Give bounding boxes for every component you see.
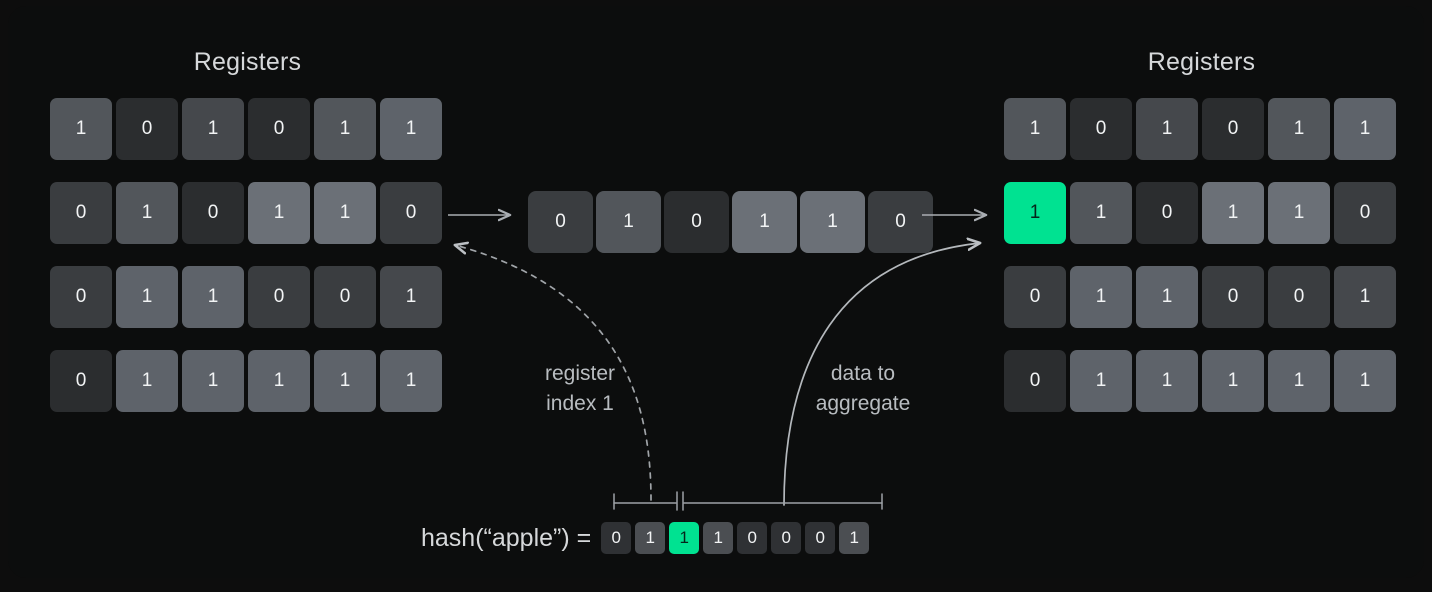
register-cell: 0 bbox=[1136, 182, 1198, 244]
register-cell: 1 bbox=[314, 98, 376, 160]
register-cell: 1 bbox=[1004, 182, 1066, 244]
hash-bit: 0 bbox=[771, 522, 802, 554]
register-cell: 0 bbox=[248, 266, 310, 328]
register-cell: 0 bbox=[380, 182, 442, 244]
register-cell: 1 bbox=[800, 191, 865, 253]
register-cell: 1 bbox=[314, 350, 376, 412]
register-cell: 1 bbox=[1004, 98, 1066, 160]
register-cell: 1 bbox=[1268, 98, 1330, 160]
register-cell: 0 bbox=[248, 98, 310, 160]
register-cell: 1 bbox=[182, 266, 244, 328]
register-cell: 0 bbox=[528, 191, 593, 253]
register-index-label: register index 1 bbox=[544, 362, 616, 415]
register-cell: 1 bbox=[1136, 350, 1198, 412]
register-cell: 0 bbox=[50, 350, 112, 412]
register-cell: 0 bbox=[314, 266, 376, 328]
register-cell: 1 bbox=[1334, 350, 1396, 412]
register-cell: 0 bbox=[1202, 98, 1264, 160]
register-cell: 0 bbox=[1334, 182, 1396, 244]
register-cell: 1 bbox=[1136, 266, 1198, 328]
register-cell: 1 bbox=[116, 350, 178, 412]
register-cell: 1 bbox=[248, 350, 310, 412]
register-cell: 1 bbox=[380, 98, 442, 160]
register-cell: 0 bbox=[50, 182, 112, 244]
register-cell: 0 bbox=[1202, 266, 1264, 328]
register-cell: 1 bbox=[380, 350, 442, 412]
hash-bit: 1 bbox=[669, 522, 700, 554]
register-cell: 1 bbox=[1334, 266, 1396, 328]
register-cell: 0 bbox=[116, 98, 178, 160]
hash-bit: 0 bbox=[737, 522, 768, 554]
register-cell: 1 bbox=[1202, 182, 1264, 244]
left-registers-title: Registers bbox=[193, 48, 302, 76]
register-cell: 1 bbox=[116, 266, 178, 328]
register-cell: 1 bbox=[50, 98, 112, 160]
register-cell: 1 bbox=[248, 182, 310, 244]
register-cell: 1 bbox=[314, 182, 376, 244]
register-cell: 1 bbox=[1268, 182, 1330, 244]
register-cell: 0 bbox=[1070, 98, 1132, 160]
register-cell: 1 bbox=[732, 191, 797, 253]
register-cell: 1 bbox=[1070, 350, 1132, 412]
register-cell: 1 bbox=[1136, 98, 1198, 160]
data-to-aggregate-label: data to aggregate bbox=[815, 362, 911, 415]
register-cell: 1 bbox=[182, 98, 244, 160]
register-cell: 0 bbox=[1004, 350, 1066, 412]
register-cell: 1 bbox=[1070, 182, 1132, 244]
hash-function-label: hash(“apple”) = bbox=[421, 523, 592, 552]
hash-bit: 0 bbox=[805, 522, 836, 554]
register-cell: 0 bbox=[182, 182, 244, 244]
hash-bit: 0 bbox=[601, 522, 632, 554]
register-cell: 0 bbox=[1268, 266, 1330, 328]
register-cell: 0 bbox=[664, 191, 729, 253]
register-cell: 1 bbox=[116, 182, 178, 244]
register-cell: 1 bbox=[1334, 98, 1396, 160]
right-registers-title: Registers bbox=[1147, 48, 1256, 76]
register-cell: 1 bbox=[1202, 350, 1264, 412]
register-cell: 1 bbox=[596, 191, 661, 253]
hash-bit: 1 bbox=[635, 522, 666, 554]
register-cell: 1 bbox=[182, 350, 244, 412]
hash-bit: 1 bbox=[839, 522, 870, 554]
register-cell: 0 bbox=[50, 266, 112, 328]
register-cell: 0 bbox=[1004, 266, 1066, 328]
register-cell: 1 bbox=[380, 266, 442, 328]
register-cell: 0 bbox=[868, 191, 933, 253]
hash-bit: 1 bbox=[703, 522, 734, 554]
register-cell: 1 bbox=[1268, 350, 1330, 412]
register-cell: 1 bbox=[1070, 266, 1132, 328]
